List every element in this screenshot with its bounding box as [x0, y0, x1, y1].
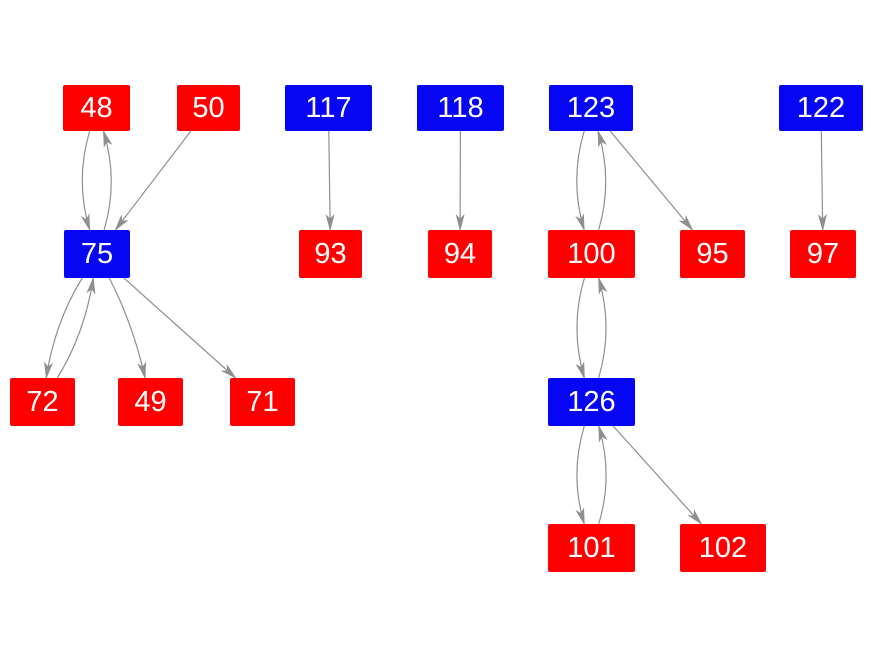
edge-126-to-101 [575, 425, 585, 526]
edge-75-to-48 [102, 129, 113, 231]
graph-node-118[interactable]: 118 [417, 85, 504, 131]
edges-layer [44, 129, 827, 526]
graph-node-71[interactable]: 71 [230, 378, 295, 426]
graph-node-94[interactable]: 94 [428, 230, 492, 278]
graph-node-100[interactable]: 100 [548, 230, 635, 278]
edge-101-to-126 [598, 424, 608, 525]
edge-72-to-75 [56, 276, 96, 379]
graph-node-50[interactable]: 50 [177, 85, 240, 131]
graph-node-72[interactable]: 72 [10, 378, 75, 426]
edge-100-to-126 [575, 277, 585, 380]
edge-126-to-100 [598, 276, 608, 379]
graph-node-48[interactable]: 48 [63, 85, 130, 131]
edge-75-to-72 [44, 277, 83, 380]
graph-node-101[interactable]: 101 [548, 524, 635, 572]
graph-node-93[interactable]: 93 [299, 230, 362, 278]
graph-node-126[interactable]: 126 [548, 378, 635, 426]
graph-node-123[interactable]: 123 [549, 85, 633, 131]
edge-117-to-93 [325, 130, 335, 232]
edge-75-to-71 [123, 277, 237, 379]
graph-node-97[interactable]: 97 [790, 230, 856, 278]
edge-100-to-123 [597, 129, 607, 231]
graph-node-102[interactable]: 102 [680, 524, 766, 572]
edge-48-to-75 [80, 130, 91, 232]
edge-122-to-97 [817, 130, 827, 232]
edge-123-to-95 [609, 130, 694, 232]
graph-node-95[interactable]: 95 [680, 230, 745, 278]
edge-50-to-75 [114, 130, 192, 232]
graph-node-75[interactable]: 75 [64, 230, 130, 278]
graph-node-117[interactable]: 117 [285, 85, 372, 131]
edge-126-to-102 [612, 425, 703, 526]
edge-75-to-49 [108, 277, 147, 380]
graph-node-122[interactable]: 122 [779, 85, 863, 131]
graph-node-49[interactable]: 49 [118, 378, 183, 426]
edge-123-to-100 [575, 130, 585, 232]
